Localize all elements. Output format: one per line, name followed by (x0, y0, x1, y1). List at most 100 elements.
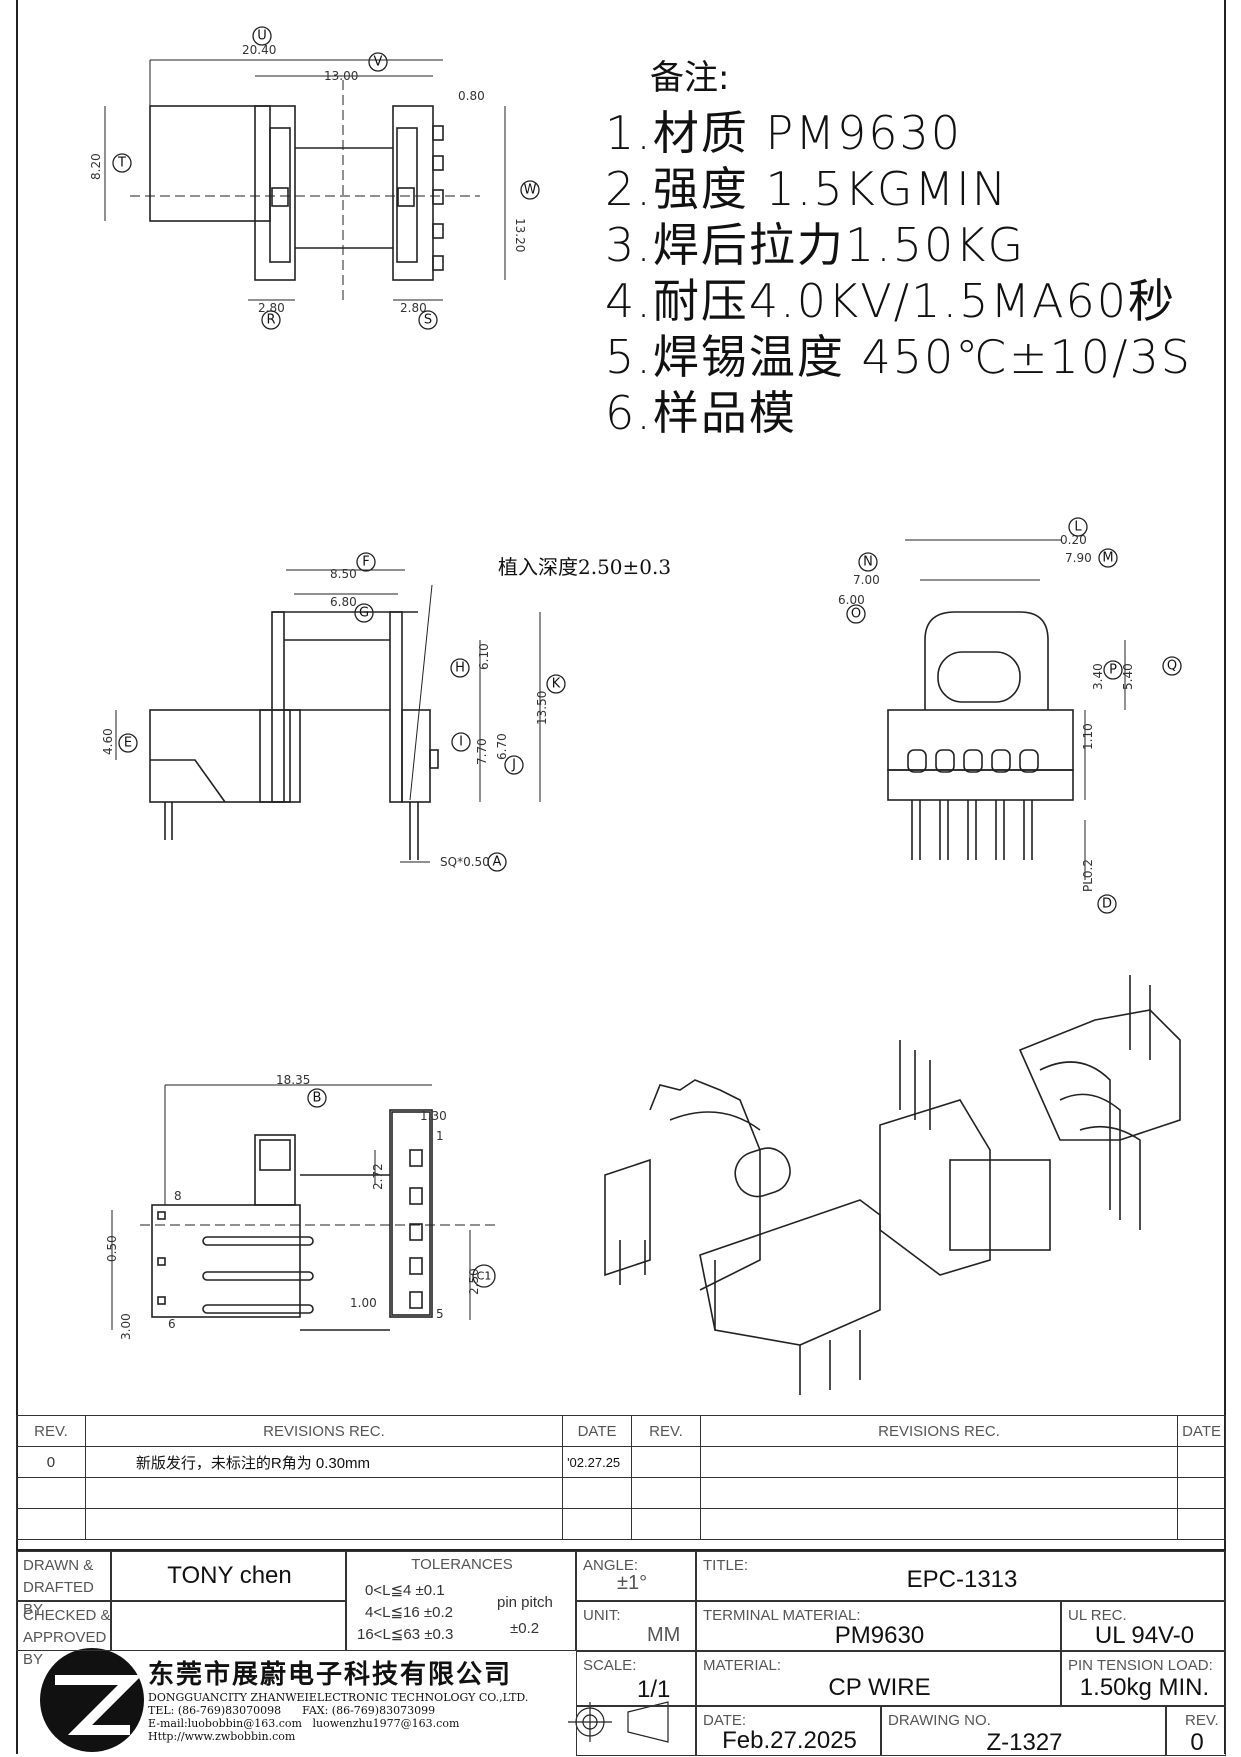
date-value: Feb.27.2025 (722, 1727, 857, 1754)
marker-k: K (552, 677, 561, 692)
dim-1-30: 1.30 (420, 1109, 447, 1123)
dim-7-70: 7.70 (475, 738, 489, 765)
marker-h: H (455, 661, 465, 676)
pin-label-8: 8 (174, 1189, 182, 1203)
tolerance-1: 0<L≦4 ±0.1 (365, 1582, 445, 1599)
marker-g: G (359, 606, 369, 621)
dim-13-20: 13.20 (513, 218, 527, 252)
drawing-no-label: DRAWING NO. (888, 1712, 991, 1729)
dim-0-20: 0.20 (1060, 533, 1087, 547)
unit-label: UNIT: (583, 1607, 621, 1624)
angle-value: ±1° (617, 1572, 648, 1594)
note-item-3: 3.焊后拉力1.50KG (605, 218, 1026, 272)
ul-rec-label: UL REC. (1068, 1607, 1127, 1624)
pin-label-5: 5 (436, 1307, 444, 1321)
dim-13-50: 13.50 (535, 691, 549, 725)
date-header-left: DATE (562, 1415, 633, 1447)
marker-m: M (1102, 551, 1113, 566)
rev-value: 0 (1190, 1729, 1204, 1756)
dim-7-90: 7.90 (1065, 551, 1092, 565)
tolerance-2: 4<L≦16 ±0.2 (365, 1604, 453, 1621)
dim-2-80-left: 2.80 (258, 301, 285, 315)
company-tel: TEL: (86-769)83070098 (148, 1704, 282, 1717)
date-label: DATE: (703, 1712, 747, 1729)
pin-tension-value: 1.50kg MIN. (1079, 1674, 1210, 1701)
dim-8-20: 8.20 (89, 153, 103, 180)
notes-title: 备注: (650, 58, 730, 98)
marker-v: V (374, 55, 383, 70)
marker-b: B (313, 1091, 322, 1106)
title-value: EPC-1313 (906, 1566, 1018, 1593)
unit-value: MM (647, 1624, 681, 1646)
dim-1-10: 1.10 (1081, 723, 1095, 750)
bottom-view (111, 1084, 500, 1331)
pin-pitch-label: pin pitch (497, 1594, 553, 1611)
revision-row-rev: 0 (16, 1446, 86, 1478)
revisions-table: REV. REVISIONS REC. DATE REV. REVISIONS … (16, 1415, 1226, 1540)
dim-6-70: 6.70 (495, 733, 509, 760)
date-header-right: DATE (1177, 1415, 1226, 1447)
company-fax: FAX: (86-769)83073099 (302, 1704, 436, 1717)
marker-s: S (424, 313, 432, 328)
dim-2-72: 2.72 (371, 1163, 385, 1190)
company-name-en: DONGGUANCITY ZHANWEIELECTRONIC TECHNOLOG… (148, 1691, 529, 1704)
note-item-1: 1.材质 PM9630 (605, 106, 963, 160)
marker-d: D (1102, 897, 1112, 912)
dim-20-40: 20.40 (242, 43, 276, 57)
rev-header-left: REV. (16, 1415, 86, 1447)
dim-18-35: 18.35 (276, 1073, 310, 1087)
note-item-6: 6.样品模 (605, 386, 797, 440)
side-view (115, 569, 541, 863)
company-logo (40, 1648, 144, 1752)
note-item-5: 5.焊锡温度 450℃±10/3S (605, 330, 1193, 384)
marker-w: W (524, 183, 537, 198)
rev-header-right: REV. (631, 1415, 701, 1447)
dim-6-80: 6.80 (330, 595, 357, 609)
title-label: TITLE: (703, 1557, 749, 1574)
note-item-2: 2.强度 1.5KGMIN (605, 162, 1009, 216)
marker-o: O (851, 607, 861, 622)
terminal-material-label: TERMINAL MATERIAL: (703, 1607, 861, 1624)
title-block: DRAWN & DRAFTED BY TONY chen CHECKED & A… (16, 1549, 1226, 1756)
dim-4-60: 4.60 (101, 728, 115, 755)
ul-rec-value: UL 94V-0 (1094, 1622, 1195, 1649)
material-label: MATERIAL: (703, 1657, 782, 1674)
dim-1-00: 1.00 (350, 1296, 377, 1310)
pin-label-1: 1 (436, 1129, 444, 1143)
marker-a: A (493, 855, 502, 870)
dim-pl0-2: PL0.2 (1081, 859, 1095, 892)
company-email-1: E-mail:luobobbin@163.com (148, 1717, 302, 1730)
drawing-sheet (16, 0, 1226, 1754)
scale-value: 1/1 (637, 1676, 671, 1703)
company-email-2: luowenzhu1977@163.com (312, 1717, 460, 1730)
drawing-no-value: Z-1327 (986, 1729, 1063, 1756)
dim-2-80-right: 2.80 (400, 301, 427, 315)
dim-sq-0-50: SQ*0.50 (440, 855, 490, 869)
marker-j: J (511, 758, 516, 773)
drawn-label: DRAWN & DRAFTED BY (23, 1557, 94, 1618)
company-web: Http://www.zwbobbin.com (148, 1730, 296, 1743)
revision-row-rec: 新版发行，未标注的R角为 0.30mm (84, 1446, 564, 1478)
marker-q: Q (1167, 659, 1177, 674)
dim-3-40: 3.40 (1091, 663, 1105, 690)
dim-6-00: 6.00 (838, 593, 865, 607)
marker-e: E (124, 736, 132, 751)
isometric-view-1 (604, 1079, 881, 1395)
top-view (104, 59, 506, 305)
pin-pitch-value: ±0.2 (510, 1620, 540, 1637)
marker-f: F (362, 555, 369, 570)
revision-row-date: '02.27.25 (562, 1446, 633, 1478)
front-view (887, 539, 1126, 880)
terminal-material-value: PM9630 (834, 1622, 925, 1649)
dim-8-50: 8.50 (330, 567, 357, 581)
marker-l: L (1074, 520, 1082, 535)
tolerances-label: TOLERANCES (411, 1556, 513, 1573)
note-item-4: 4.耐压4.0KV/1.5MA60秒 (605, 274, 1177, 328)
marker-c1: C1 (477, 1270, 492, 1283)
marker-r: R (266, 313, 275, 328)
scale-label: SCALE: (583, 1657, 637, 1674)
revisions-header-right: REVISIONS REC. (699, 1415, 1179, 1447)
drawn-value: TONY chen (167, 1562, 292, 1589)
marker-i: I (459, 735, 463, 750)
